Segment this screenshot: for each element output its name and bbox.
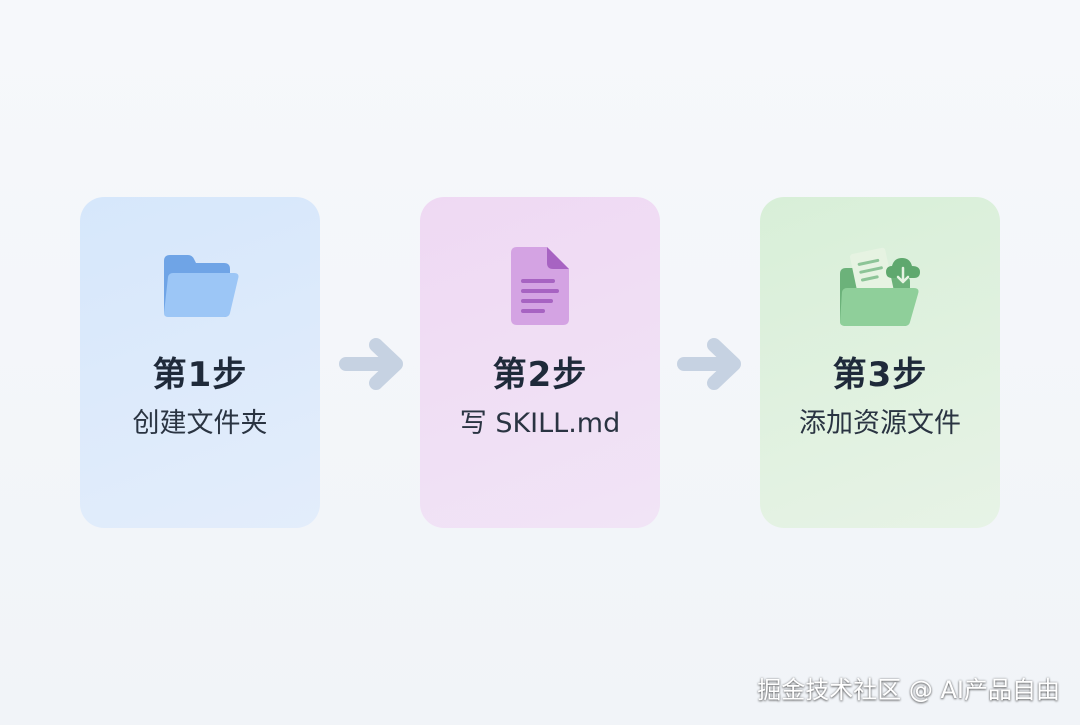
watermark: 掘金技术社区 @ AI产品自由 (757, 676, 1060, 704)
step-description: 创建文件夹 (132, 408, 268, 439)
step-card-3: 第3步 添加资源文件 (760, 197, 1000, 528)
step-description: 添加资源文件 (799, 408, 961, 439)
step-description: 写 SKILL.md (459, 408, 621, 439)
step-number: 第2步 (492, 355, 588, 395)
document-icon (420, 241, 660, 331)
arrow-right-icon (676, 335, 744, 393)
arrow-right-icon (338, 335, 406, 393)
step-card-2: 第2步 写 SKILL.md (420, 197, 660, 528)
step-card-1: 第1步 创建文件夹 (80, 197, 320, 528)
step-number: 第1步 (152, 355, 248, 395)
folder-icon (80, 241, 320, 331)
folder-cloud-icon (760, 241, 1000, 331)
step-number: 第3步 (832, 355, 928, 395)
